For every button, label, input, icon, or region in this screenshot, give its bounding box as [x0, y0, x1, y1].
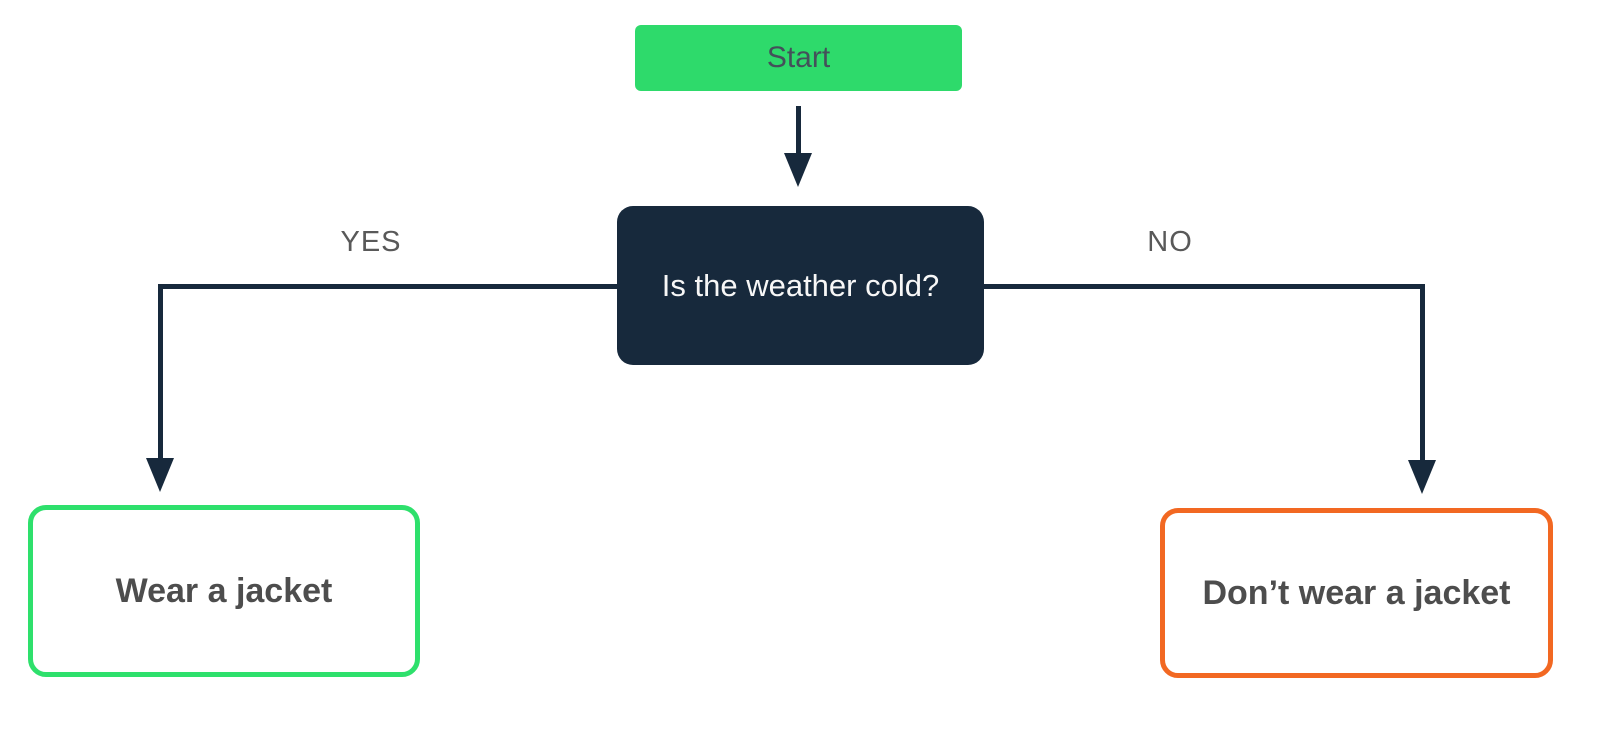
decision-node: Is the weather cold? — [617, 206, 984, 365]
edge-label-no: NO — [1147, 226, 1193, 258]
edge-no-horizontal-line — [984, 284, 1425, 289]
yes-result-node: Wear a jacket — [28, 505, 420, 677]
edge-label-yes: YES — [340, 226, 402, 258]
edge-yes-vertical-line — [158, 284, 163, 460]
edge-start-to-decision-line — [796, 106, 801, 156]
arrow-down-icon — [146, 458, 174, 492]
start-node: Start — [635, 25, 962, 91]
edge-no-vertical-line — [1420, 284, 1425, 462]
arrow-down-icon — [1408, 460, 1436, 494]
no-result-node: Don’t wear a jacket — [1160, 508, 1553, 678]
edge-yes-horizontal-line — [160, 284, 617, 289]
arrow-down-icon — [784, 153, 812, 187]
